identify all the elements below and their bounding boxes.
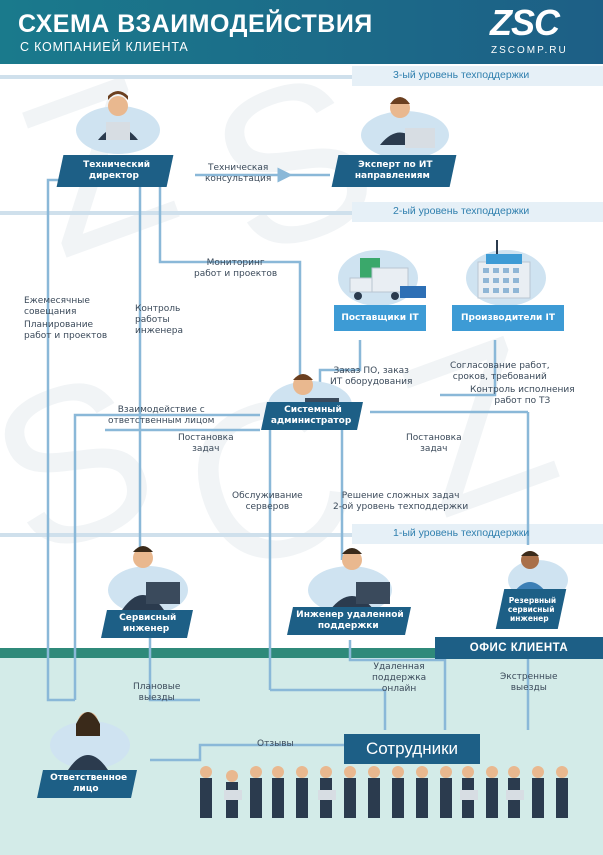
employees-group [200, 766, 568, 818]
person-icon [68, 91, 546, 770]
truck-icon [349, 258, 426, 300]
level1-label: 1-ый уровень техподдержки [393, 527, 530, 539]
factory-icon [477, 240, 531, 299]
connectors [46, 167, 530, 762]
svg-text:S: S [0, 323, 184, 604]
header-banner [0, 0, 603, 64]
level2-label: 2-ый уровень техподдержки [393, 205, 530, 217]
suppliers-box: Поставщики IT [334, 305, 426, 331]
company-logo: ZSC [490, 2, 560, 43]
label-feedback: Отзывы [257, 739, 294, 749]
page-title: СХЕМА ВЗАИМОДЕЙСТВИЯ [18, 10, 373, 38]
staff-label: Сотрудники [344, 734, 480, 764]
manufacturers-box: Производители IT [452, 305, 564, 331]
level3-label: 3-ый уровень техподдержки [393, 69, 530, 81]
page-subtitle: С КОМПАНИЕЙ КЛИЕНТА [20, 40, 189, 54]
office-label: ОФИС КЛИЕНТА [435, 637, 603, 659]
company-url[interactable]: ZSCOMP.RU [491, 45, 568, 56]
label-agreement: Согласование работ,сроков, требований [450, 361, 550, 382]
